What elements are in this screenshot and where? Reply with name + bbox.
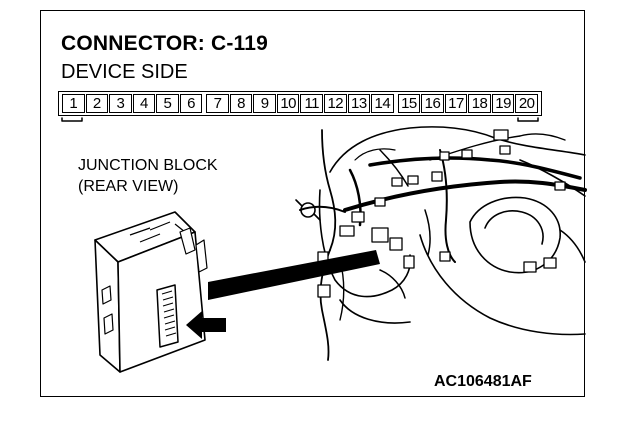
pin-6: 6 <box>179 94 203 113</box>
junction-block-label-line1: JUNCTION BLOCK <box>78 157 218 174</box>
pin-13: 13 <box>347 94 371 113</box>
pin-16: 16 <box>421 94 444 113</box>
figure-code: AC106481AF <box>434 373 532 390</box>
pin-20: 20 <box>515 94 538 113</box>
wire-harness <box>299 129 587 361</box>
connector-title: CONNECTOR: C-119 <box>61 32 269 55</box>
junction-block-label: JUNCTION BLOCK (REAR VIEW) <box>78 155 218 197</box>
pin-3: 3 <box>109 94 132 113</box>
pin-12: 12 <box>324 94 347 113</box>
pin-15: 15 <box>397 94 421 113</box>
pin-11: 11 <box>300 94 324 113</box>
pin-19: 19 <box>491 94 515 113</box>
pin-9: 9 <box>253 94 276 113</box>
pin-14: 14 <box>371 94 394 113</box>
location-pointer-arrow <box>208 250 380 300</box>
pin-18: 18 <box>468 94 491 113</box>
dashboard-outline <box>318 126 586 336</box>
connector-subtitle: DEVICE SIDE <box>61 61 188 83</box>
figure-frame <box>40 10 585 397</box>
pin-1: 1 <box>62 94 85 113</box>
harness-clip <box>295 199 321 221</box>
connector-pin-strip: 1 2 3 4 5 6 7 8 9 10 11 12 13 14 15 16 1… <box>58 91 542 116</box>
pin-8: 8 <box>229 94 253 113</box>
pin-5: 5 <box>156 94 179 113</box>
pin-7: 7 <box>206 94 229 113</box>
pin-17: 17 <box>444 94 468 113</box>
junction-block-icon <box>94 211 208 373</box>
pin-10: 10 <box>276 94 300 113</box>
pin-2: 2 <box>85 94 109 113</box>
harness-connectors <box>317 129 566 298</box>
connector-indicator-arrow <box>186 311 226 339</box>
pin-4: 4 <box>132 94 156 113</box>
junction-block-label-line2: (REAR VIEW) <box>78 178 179 195</box>
connector-key-notch <box>61 117 539 122</box>
